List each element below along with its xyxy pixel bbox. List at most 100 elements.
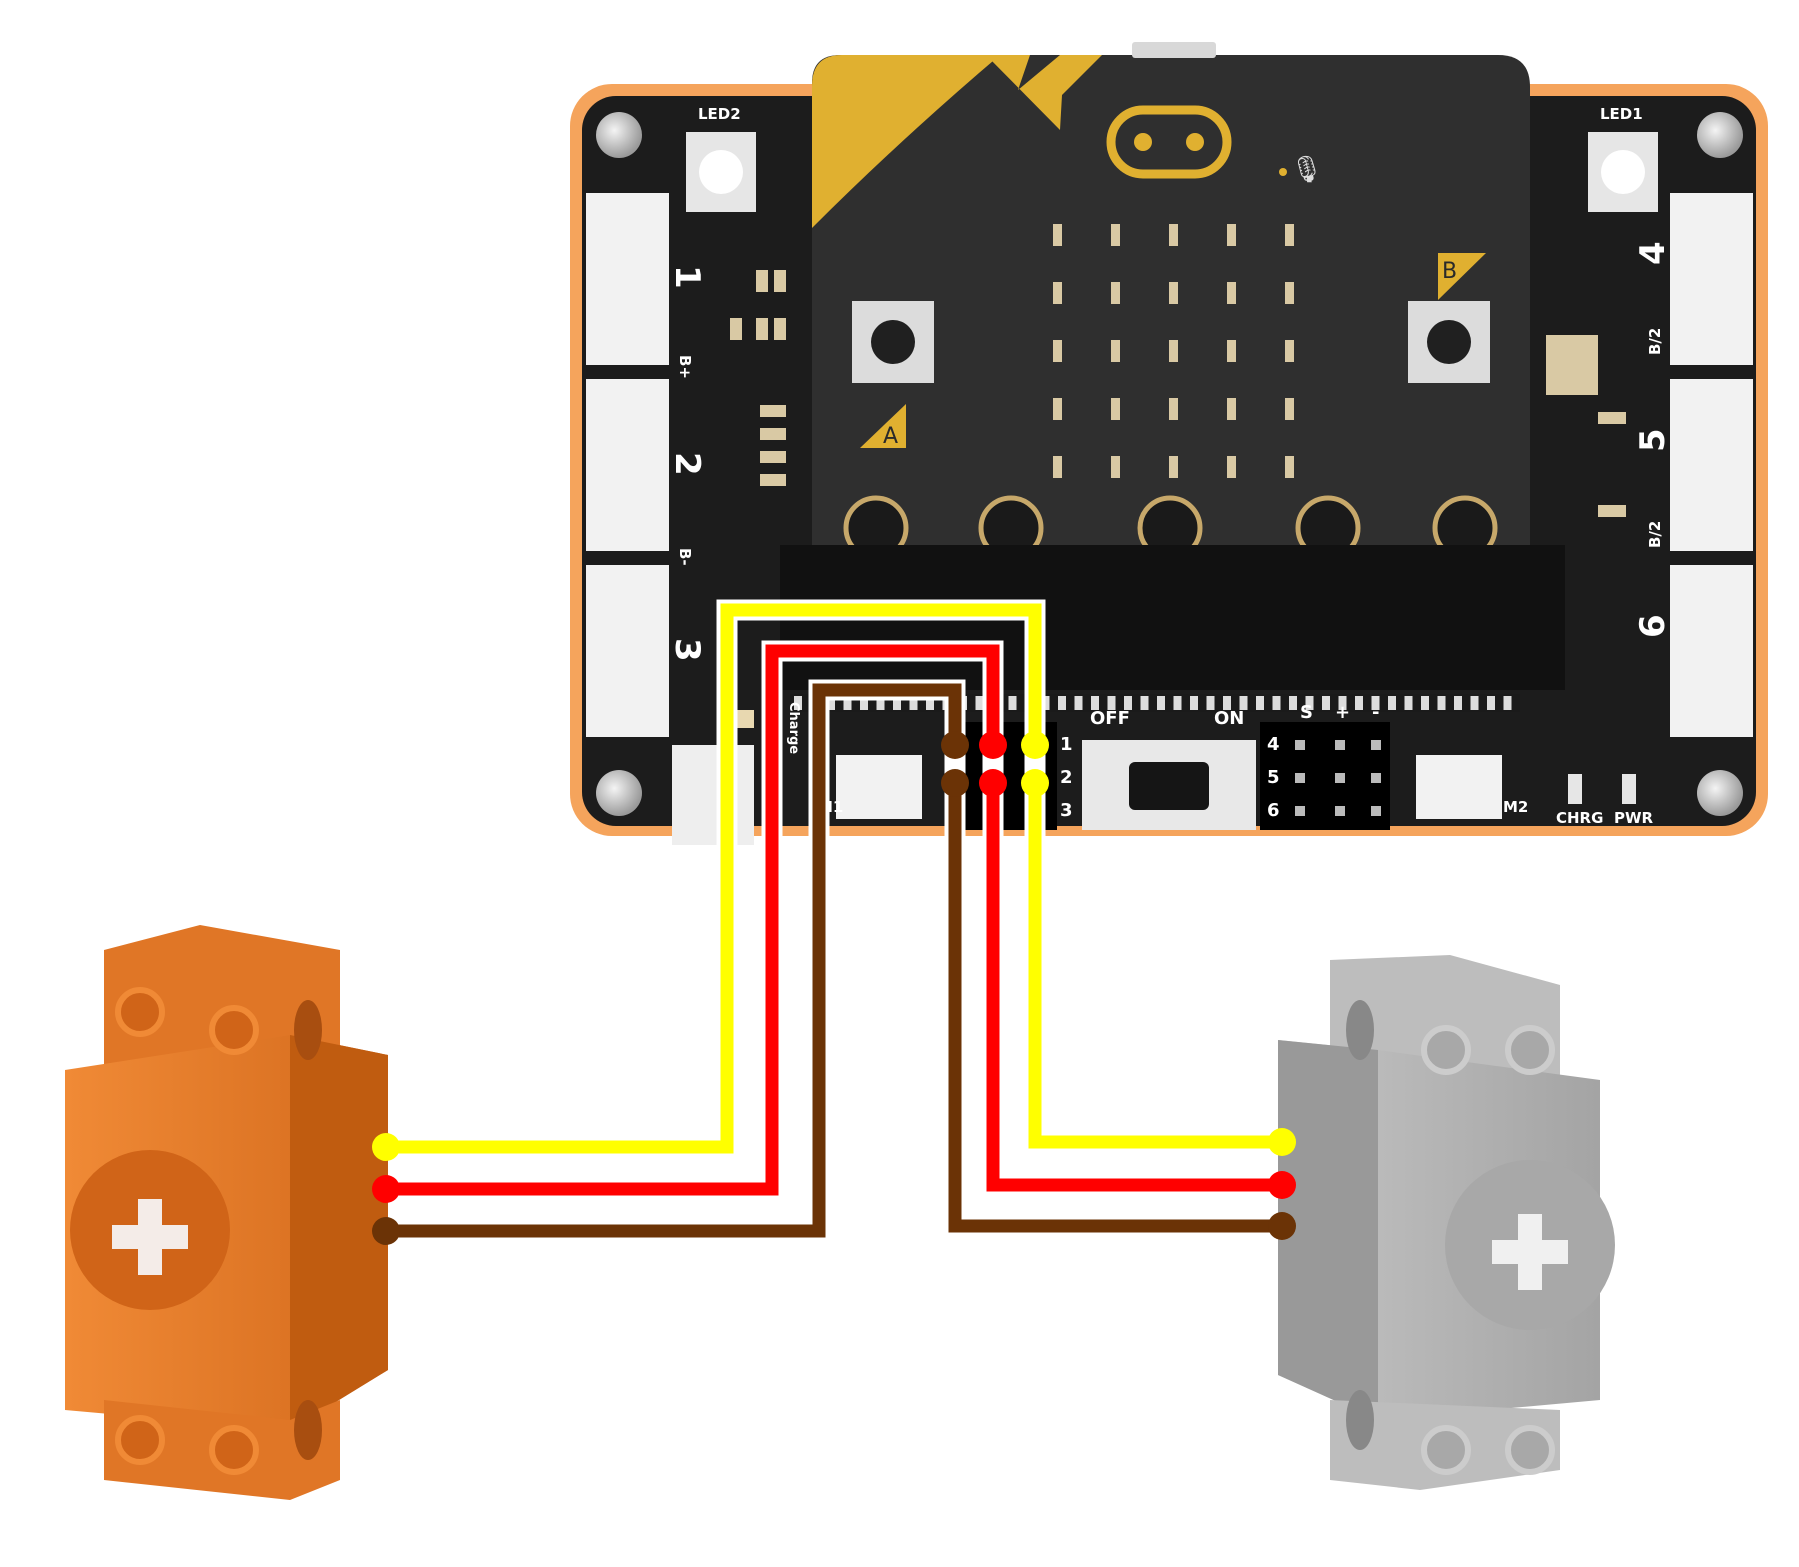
left-port-connectors bbox=[586, 193, 669, 737]
port-connector bbox=[1670, 565, 1753, 737]
edge-pin bbox=[1223, 696, 1231, 710]
edge-pin bbox=[843, 696, 852, 710]
port-6-label: 6 bbox=[1633, 614, 1673, 638]
edge-pin bbox=[1454, 696, 1462, 710]
servo-left-side bbox=[290, 1035, 388, 1430]
matrix-led bbox=[1169, 340, 1178, 362]
header-pin bbox=[1371, 740, 1381, 750]
port-4-label: 4 bbox=[1633, 241, 1673, 265]
button-a-cap[interactable] bbox=[871, 320, 915, 364]
matrix-led bbox=[1053, 340, 1062, 362]
servo-right-axle-hole bbox=[1346, 1390, 1374, 1450]
edge-pin bbox=[1487, 696, 1495, 710]
led2-label: LED2 bbox=[698, 105, 741, 123]
edge-pin bbox=[1091, 696, 1099, 710]
terminal-dot bbox=[1268, 1128, 1296, 1156]
servo-left-output-shaft[interactable] bbox=[112, 1199, 188, 1275]
servo-pin-3-label: 3 bbox=[1060, 800, 1073, 821]
led1-label: LED1 bbox=[1600, 105, 1643, 123]
matrix-led bbox=[1285, 224, 1294, 246]
header-pin bbox=[1295, 806, 1305, 816]
port-5-label: 5 bbox=[1633, 428, 1673, 452]
wires bbox=[386, 599, 1282, 1242]
left-signal-wire bbox=[386, 603, 1042, 1154]
edge-pin bbox=[1421, 696, 1429, 710]
motor-2-label: M2 bbox=[1503, 798, 1528, 816]
motor-1-connector bbox=[836, 755, 922, 819]
matrix-led bbox=[1227, 398, 1236, 420]
header-s-label: S bbox=[1300, 702, 1313, 723]
edge-pin bbox=[1338, 696, 1347, 710]
microbit-corner-accent bbox=[812, 55, 1000, 228]
screw-icon bbox=[1697, 770, 1743, 816]
header-minus-label: - bbox=[1372, 702, 1379, 723]
matrix-led bbox=[1111, 224, 1120, 246]
edge-pin bbox=[1272, 696, 1281, 710]
servo-pin-5-label: 5 bbox=[1267, 767, 1280, 788]
right-signal-wire bbox=[1028, 783, 1282, 1149]
terminal-dot bbox=[372, 1175, 400, 1203]
edge-pin bbox=[1173, 696, 1182, 710]
matrix-led bbox=[1111, 398, 1120, 420]
servo-pin-1-label: 1 bbox=[1060, 734, 1073, 755]
edge-pin bbox=[876, 696, 885, 710]
microbit-flash-accent bbox=[986, 55, 1102, 130]
button-b-flag bbox=[1438, 253, 1486, 300]
matrix-led bbox=[1169, 224, 1178, 246]
edge-pin bbox=[1008, 696, 1017, 710]
button-a-label: A bbox=[883, 424, 898, 449]
header-pin bbox=[1371, 773, 1381, 783]
microbit: 🎙 A B bbox=[780, 42, 1565, 690]
header-dot-minus2 bbox=[941, 769, 969, 797]
screw-icon bbox=[596, 770, 642, 816]
wire-terminals bbox=[372, 731, 1296, 1245]
header-plus-label: + bbox=[1335, 702, 1350, 723]
switch-on-label: ON bbox=[1214, 708, 1244, 729]
smd-components bbox=[730, 270, 1626, 517]
edge-pin bbox=[1074, 696, 1083, 710]
power-switch-knob[interactable] bbox=[1129, 762, 1209, 810]
b-half-bottom-label: B/2 bbox=[1646, 521, 1664, 548]
edge-pin bbox=[1058, 696, 1066, 710]
button-b-label: B bbox=[1442, 259, 1457, 284]
left-power-wire bbox=[386, 644, 1000, 1196]
left-ground-wire bbox=[386, 683, 962, 1238]
matrix-led bbox=[1285, 456, 1294, 478]
header-pin bbox=[1335, 773, 1345, 783]
servo-right-output-shaft[interactable] bbox=[1492, 1214, 1568, 1290]
servo-right bbox=[1278, 955, 1615, 1490]
servo-left-axle-hole bbox=[294, 1400, 322, 1460]
edge-pin bbox=[1107, 696, 1116, 710]
matrix-led bbox=[1053, 224, 1062, 246]
terminal-dot bbox=[1268, 1212, 1296, 1240]
matrix-led bbox=[1227, 456, 1236, 478]
b-half-top-label: B/2 bbox=[1646, 328, 1664, 355]
port-connector bbox=[586, 193, 669, 365]
edge-pin bbox=[1140, 696, 1149, 710]
edge-pin bbox=[1322, 696, 1330, 710]
servo-right-studs bbox=[1421, 1025, 1555, 1475]
servo-left bbox=[65, 925, 388, 1500]
edge-pin bbox=[1371, 696, 1380, 710]
logo-dot bbox=[1186, 133, 1204, 151]
edge-pin bbox=[909, 696, 918, 710]
corner-screws bbox=[596, 112, 1743, 816]
matrix-led bbox=[1053, 456, 1062, 478]
edge-pin bbox=[1239, 696, 1248, 710]
port-connector bbox=[1670, 379, 1753, 551]
header-pin bbox=[1335, 806, 1345, 816]
b-minus-label: B- bbox=[676, 548, 694, 566]
edge-pin bbox=[1157, 696, 1165, 710]
header-dot-minus1 bbox=[941, 731, 969, 759]
header-dot-s1 bbox=[1021, 731, 1049, 759]
edge-pin bbox=[827, 696, 835, 710]
edge-pin bbox=[1437, 696, 1446, 710]
matrix-led bbox=[1169, 398, 1178, 420]
logo-touch[interactable] bbox=[1106, 105, 1232, 179]
servo-right-axle-hole bbox=[1346, 1000, 1374, 1060]
matrix-led bbox=[1169, 282, 1178, 304]
b-plus-label: B+ bbox=[676, 355, 694, 379]
matrix-led bbox=[1053, 398, 1062, 420]
button-b-cap[interactable] bbox=[1427, 320, 1471, 364]
